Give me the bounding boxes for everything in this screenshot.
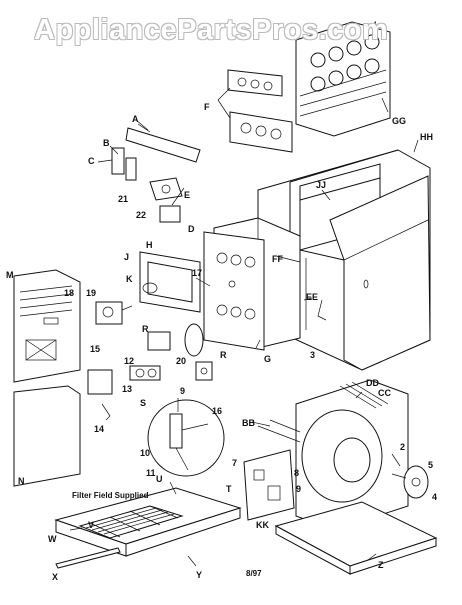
label-13: 13 bbox=[122, 384, 132, 394]
label-22: 22 bbox=[136, 210, 146, 220]
watermark: AppliancePartsPros.com bbox=[34, 14, 389, 46]
label-17: 17 bbox=[192, 268, 202, 278]
label-HH: HH bbox=[420, 132, 433, 142]
label-B: B bbox=[103, 138, 110, 148]
label-3: 3 bbox=[310, 350, 315, 360]
label-R2: R bbox=[220, 350, 227, 360]
label-G: G bbox=[264, 354, 271, 364]
date-caption: 8/97 bbox=[246, 569, 262, 578]
label-X: X bbox=[52, 572, 58, 582]
label-JJ: JJ bbox=[316, 180, 326, 190]
label-16: 16 bbox=[212, 406, 222, 416]
label-N: N bbox=[18, 476, 25, 486]
label-9a: 9 bbox=[180, 386, 185, 396]
label-8: 8 bbox=[294, 468, 299, 478]
lower-door bbox=[13, 385, 81, 487]
label-M: M bbox=[6, 270, 14, 280]
label-2: 2 bbox=[400, 442, 405, 452]
filter-rack bbox=[54, 487, 242, 569]
label-4: 4 bbox=[432, 492, 437, 502]
label-A: A bbox=[132, 114, 139, 124]
label-J: J bbox=[124, 252, 129, 262]
label-H: H bbox=[146, 240, 153, 250]
label-CC: CC bbox=[378, 388, 391, 398]
label-I: I bbox=[374, 20, 377, 30]
gas-valve bbox=[95, 301, 133, 325]
label-K: K bbox=[126, 274, 133, 284]
label-14: 14 bbox=[94, 424, 104, 434]
label-Y: Y bbox=[196, 570, 202, 580]
label-15: 15 bbox=[90, 344, 100, 354]
label-R1: R bbox=[142, 324, 149, 334]
heat-exchanger bbox=[295, 21, 391, 137]
filter-mesh bbox=[85, 505, 179, 538]
leader-lines bbox=[69, 97, 419, 567]
burner-panel bbox=[203, 231, 265, 351]
label-21: 21 bbox=[118, 194, 128, 204]
label-9b: 9 bbox=[296, 484, 301, 494]
sight-panel bbox=[139, 251, 201, 313]
burner-detail bbox=[147, 398, 225, 477]
label-T: T bbox=[226, 484, 232, 494]
label-KK: KK bbox=[256, 520, 269, 530]
label-18: 18 bbox=[64, 288, 74, 298]
label-EE: EE bbox=[306, 292, 318, 302]
part-labels: A B C D E F G H I J K M N R R S T U V W … bbox=[6, 20, 437, 582]
label-E: E bbox=[184, 190, 190, 200]
label-Z: Z bbox=[378, 560, 384, 570]
label-S: S bbox=[140, 398, 146, 408]
label-BB: BB bbox=[242, 418, 255, 428]
label-7: 7 bbox=[232, 458, 237, 468]
base-pan bbox=[274, 501, 438, 575]
label-19: 19 bbox=[86, 288, 96, 298]
upper-door bbox=[13, 269, 81, 383]
label-FF: FF bbox=[272, 254, 283, 264]
control-box bbox=[243, 449, 295, 521]
label-5: 5 bbox=[428, 460, 433, 470]
label-20: 20 bbox=[176, 356, 186, 366]
label-10: 10 bbox=[140, 448, 150, 458]
label-C: C bbox=[88, 156, 95, 166]
limit-controls bbox=[147, 323, 213, 381]
label-W: W bbox=[48, 534, 57, 544]
blower-housing bbox=[257, 379, 409, 531]
label-12: 12 bbox=[124, 356, 134, 366]
label-D: D bbox=[188, 224, 195, 234]
gasket-panels bbox=[217, 69, 293, 153]
burner-bracket bbox=[111, 119, 201, 223]
label-11: 11 bbox=[146, 468, 156, 478]
ignition-control bbox=[87, 365, 161, 421]
label-DD: DD bbox=[366, 378, 379, 388]
label-F: F bbox=[204, 102, 210, 112]
label-V: V bbox=[88, 520, 94, 530]
label-GG: GG bbox=[392, 116, 406, 126]
label-U: U bbox=[156, 474, 163, 484]
filter-caption: Filter Field Supplied bbox=[72, 491, 149, 500]
blower-motor bbox=[391, 465, 429, 499]
